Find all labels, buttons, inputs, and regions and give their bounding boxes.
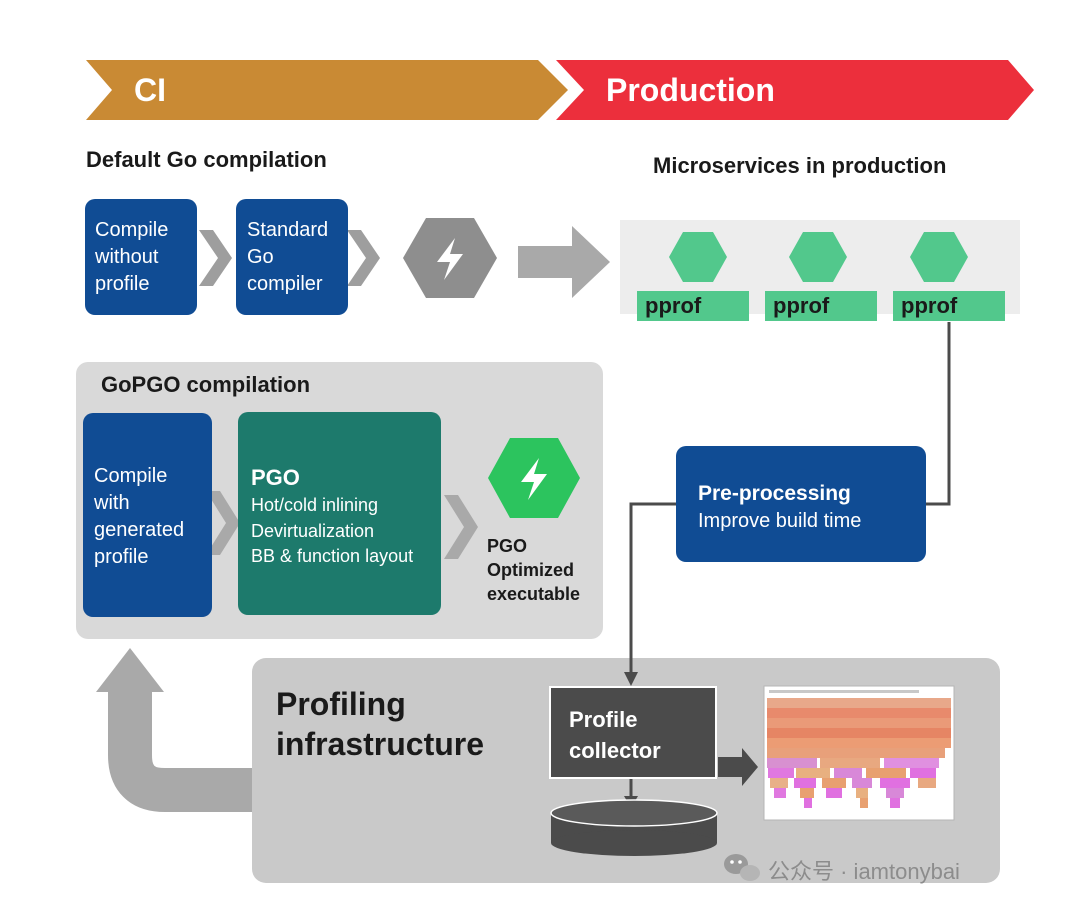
collector-line: Profile	[569, 707, 638, 732]
wechat-icon	[724, 854, 760, 881]
watermark-text: 公众号 · iamtonybai	[768, 859, 960, 884]
microservices-title: Microservices in production	[653, 153, 947, 178]
flamegraph-image	[763, 685, 955, 821]
preprocessing-to-collector-line	[629, 502, 676, 674]
collector-line: collector	[569, 738, 661, 763]
pprof-to-preprocessing-line	[926, 322, 951, 506]
box-line: with	[94, 492, 130, 514]
pgo-optimized-executable-label: PGO Optimized executable	[487, 534, 580, 606]
title-line: infrastructure	[276, 726, 485, 762]
service-hexagon-icon	[669, 232, 727, 282]
box-line: without	[95, 246, 159, 268]
output-line: Optimized	[487, 560, 575, 580]
deploy-arrow	[518, 226, 610, 298]
lightning-bolt-hexagon-icon	[403, 218, 497, 298]
compile-without-profile-box: Compile without profile	[85, 199, 197, 315]
pprof-label: pprof	[765, 291, 877, 321]
arrow-head	[624, 672, 638, 686]
gopgo-compilation-title: GoPGO compilation	[101, 372, 311, 397]
profile-collector-box: Profile collector	[549, 686, 717, 779]
pgo-item: BB & function layout	[251, 546, 414, 566]
service-hexagon-icon	[910, 232, 968, 282]
standard-go-compiler-box: Standard Go compiler	[236, 199, 348, 315]
title-line: Profiling	[276, 686, 406, 722]
ci-banner-label: CI	[134, 72, 166, 108]
pre-processing-box: Pre-processing Improve build time	[676, 446, 926, 562]
default-compilation-title: Default Go compilation	[86, 147, 327, 172]
output-line: executable	[487, 584, 581, 604]
box-line: profile	[95, 273, 150, 295]
output-line: PGO	[487, 536, 528, 556]
box-line: Compile	[95, 219, 169, 241]
pgo-box: PGO Hot/cold inlining Devirtualization B…	[238, 412, 441, 615]
pre-processing-subtitle: Improve build time	[698, 510, 862, 532]
service-hexagon-icon	[789, 232, 847, 282]
box-line: profile	[94, 546, 149, 568]
feedback-arrow-head	[96, 648, 164, 692]
box-line: Standard	[247, 219, 329, 241]
pre-processing-title: Pre-processing	[698, 482, 851, 505]
production-banner-label: Production	[606, 72, 775, 108]
production-banner	[556, 60, 1034, 120]
flow-chevron	[347, 230, 380, 286]
box-line: Go	[247, 246, 274, 268]
box-line: Compile	[94, 465, 168, 487]
pgo-lightning-bolt-hexagon-icon	[488, 438, 580, 518]
box-line: compiler	[247, 273, 323, 295]
ci-banner	[86, 60, 568, 120]
pgo-item: Devirtualization	[251, 521, 375, 541]
flow-chevron	[444, 495, 478, 559]
pgo-box-title: PGO	[251, 465, 300, 490]
compile-with-generated-profile-box: Compile with generated profile	[83, 413, 212, 617]
feedback-arrow	[108, 690, 252, 812]
flow-chevron	[199, 230, 232, 286]
pprof-label: pprof	[893, 291, 1005, 321]
profiling-infrastructure-title: Profiling infrastructure	[276, 684, 484, 764]
pgo-item: Hot/cold inlining	[251, 495, 379, 515]
flow-chevron	[206, 491, 240, 555]
box-line: generated	[94, 519, 185, 541]
collector-to-flamegraph-arrow	[718, 748, 758, 786]
pprof-label: pprof	[637, 291, 749, 321]
database-icon	[550, 799, 718, 856]
